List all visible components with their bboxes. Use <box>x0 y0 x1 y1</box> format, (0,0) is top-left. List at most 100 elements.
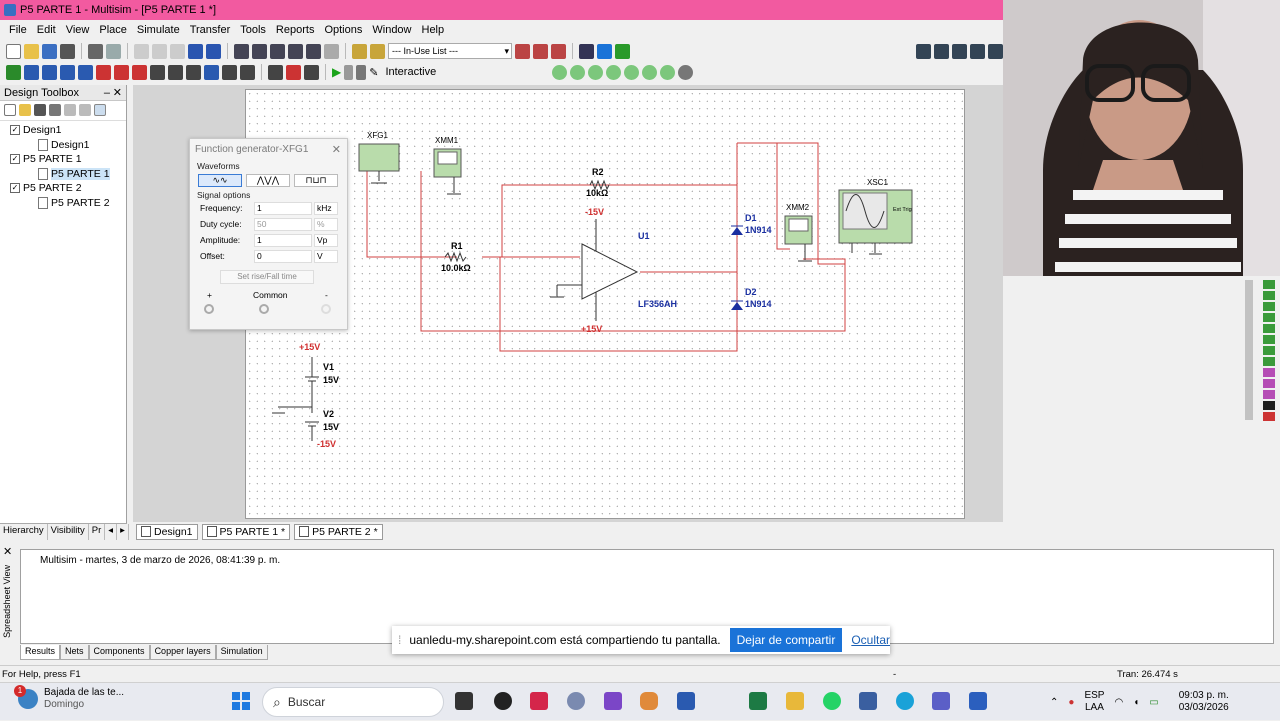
checkbox-icon[interactable]: ✓ <box>10 183 20 194</box>
schematic-diagram[interactable]: XFG1 XMM1 R2 10kΩ R1 10.0kΩ -15V U1 LF35… <box>245 89 965 519</box>
amplitude-unit[interactable]: Vp <box>314 233 338 247</box>
print-preview-icon[interactable] <box>106 43 121 59</box>
zoom-area-icon[interactable] <box>952 43 967 59</box>
oscilloscope-instrument-icon[interactable] <box>1263 313 1275 322</box>
logic-converter-icon[interactable] <box>1263 368 1275 377</box>
menu-place[interactable]: Place <box>99 24 127 36</box>
open-samples-icon[interactable] <box>42 43 57 59</box>
hide-link[interactable]: Ocultar <box>851 633 891 647</box>
checkbox-icon[interactable]: ✓ <box>10 125 20 136</box>
windows-start-icon[interactable] <box>232 692 250 710</box>
menu-edit[interactable]: Edit <box>36 24 56 36</box>
probe-icon[interactable] <box>552 64 568 80</box>
menu-options[interactable]: Options <box>324 24 363 36</box>
amplitude-field[interactable]: 1 <box>254 233 312 247</box>
misc-icon[interactable] <box>240 64 255 80</box>
tab-components[interactable]: Components <box>88 645 150 660</box>
power-icon[interactable] <box>222 64 237 80</box>
vertical-scrollbar[interactable] <box>1245 280 1253 420</box>
news-widget[interactable]: 1 Bajada de las te... Domingo <box>14 685 124 711</box>
basic-icon[interactable] <box>24 64 39 80</box>
task-view-icon[interactable] <box>455 692 473 710</box>
diode-d1[interactable]: D1 1N914 <box>731 213 772 235</box>
tab-visibility[interactable]: Visibility <box>48 524 89 540</box>
clock[interactable]: 09:03 p. m. 03/03/2026 <box>1179 690 1229 714</box>
misc-digital-icon[interactable] <box>168 64 183 80</box>
tab-results[interactable]: Results <box>20 645 61 660</box>
tab-nets[interactable]: Nets <box>60 645 89 660</box>
function-generator-instrument-icon[interactable] <box>1263 291 1275 300</box>
offset-field[interactable]: 0 <box>254 249 312 263</box>
tree-p5-parte-1-sheet[interactable]: P5 PARTE 1 <box>0 167 126 182</box>
component-wizard-icon[interactable] <box>324 43 339 59</box>
new-icon[interactable] <box>4 104 16 116</box>
tree-p5-parte-2-sheet[interactable]: P5 PARTE 2 <box>0 196 126 211</box>
parent-sheet-icon[interactable] <box>252 43 267 59</box>
probe-current-icon[interactable] <box>588 64 604 80</box>
diode-d2[interactable]: D2 1N914 <box>731 287 772 310</box>
electromech-icon[interactable] <box>286 64 301 80</box>
settings-app-icon[interactable] <box>567 692 585 710</box>
terminal-minus[interactable] <box>321 304 331 314</box>
interactive-mode[interactable]: Interactive <box>385 66 437 78</box>
zoom-out-icon[interactable] <box>934 43 949 59</box>
checkbox-icon[interactable]: ✓ <box>10 154 20 165</box>
file-explorer-icon[interactable] <box>786 692 804 710</box>
chevron-up-icon[interactable]: ⌃ <box>1050 696 1059 708</box>
save-icon[interactable] <box>34 104 46 116</box>
logic-analyzer-icon[interactable] <box>1263 379 1275 388</box>
copilot-icon[interactable] <box>640 692 658 710</box>
stop-sharing-button[interactable]: Dejar de compartir <box>729 628 843 652</box>
whatsapp-icon[interactable] <box>823 692 841 710</box>
probe-voltage-icon[interactable] <box>570 64 586 80</box>
component-list-icon[interactable] <box>370 43 385 59</box>
drag-handle-icon[interactable]: ⁞ <box>398 633 402 647</box>
cut-icon[interactable] <box>134 43 149 59</box>
tab-p5-parte-2[interactable]: P5 PARTE 2 * <box>294 523 383 540</box>
language-indicator[interactable]: ESP LAA <box>1084 690 1105 713</box>
probe-digital-icon[interactable] <box>660 64 676 80</box>
probe-power-icon[interactable] <box>606 64 622 80</box>
undo-icon[interactable] <box>188 43 203 59</box>
place-component-icon[interactable] <box>352 43 367 59</box>
tab-design1[interactable]: Design1 <box>136 523 198 540</box>
terminal-common[interactable] <box>259 304 269 314</box>
paste-icon[interactable] <box>170 43 185 59</box>
settings-icon[interactable] <box>94 104 106 116</box>
close-icon[interactable]: ✕ <box>331 144 341 156</box>
distortion-analyzer-icon[interactable] <box>1263 401 1275 410</box>
in-use-list-dropdown[interactable]: --- In-Use List --- <box>388 43 512 59</box>
tab-scroll-right-icon[interactable]: ▸ <box>117 524 129 540</box>
run-icon[interactable]: ▶ <box>332 65 342 79</box>
tab-p5-parte-1[interactable]: P5 PARTE 1 * <box>201 523 291 540</box>
terminal-plus[interactable] <box>204 304 214 314</box>
visual-studio-icon[interactable] <box>604 692 622 710</box>
function-generator-xfg1[interactable]: XFG1 <box>358 131 400 184</box>
frequency-unit[interactable]: kHz <box>314 201 338 215</box>
indicator-icon[interactable] <box>204 64 219 80</box>
diode-icon[interactable] <box>42 64 57 80</box>
probe-ref-icon[interactable] <box>642 64 658 80</box>
volume-icon[interactable]: ◖ <box>1133 696 1140 708</box>
zoom-in-icon[interactable] <box>916 43 931 59</box>
tab-scroll-left-icon[interactable]: ◂ <box>105 524 118 540</box>
open-icon[interactable] <box>19 104 31 116</box>
probe-instrument-icon[interactable] <box>1263 412 1275 421</box>
back-annotate-icon[interactable] <box>551 43 566 59</box>
multisim-taskbar-icon[interactable] <box>859 692 877 710</box>
function-generator-dialog[interactable]: Function generator-XFG1 ✕ Waveforms ∿∿ ⋀… <box>189 138 348 330</box>
new-icon[interactable] <box>6 43 21 59</box>
close-design-icon[interactable] <box>49 104 61 116</box>
menu-help[interactable]: Help <box>421 24 445 36</box>
acrobat-icon[interactable] <box>530 692 548 710</box>
tab-hierarchy[interactable]: Hierarchy <box>0 524 48 540</box>
pin-icon[interactable]: – <box>103 87 110 99</box>
help-icon[interactable] <box>615 43 630 59</box>
fullscreen-icon[interactable] <box>234 43 249 59</box>
copy-icon[interactable] <box>152 43 167 59</box>
analog-icon[interactable] <box>78 64 93 80</box>
square-wave-icon[interactable]: ⊓⊔⊓ <box>294 174 338 187</box>
resistor-r1[interactable]: R1 10.0kΩ <box>441 241 471 273</box>
four-channel-scope-icon[interactable] <box>1263 324 1275 333</box>
close-icon[interactable]: ✕ <box>112 87 122 99</box>
